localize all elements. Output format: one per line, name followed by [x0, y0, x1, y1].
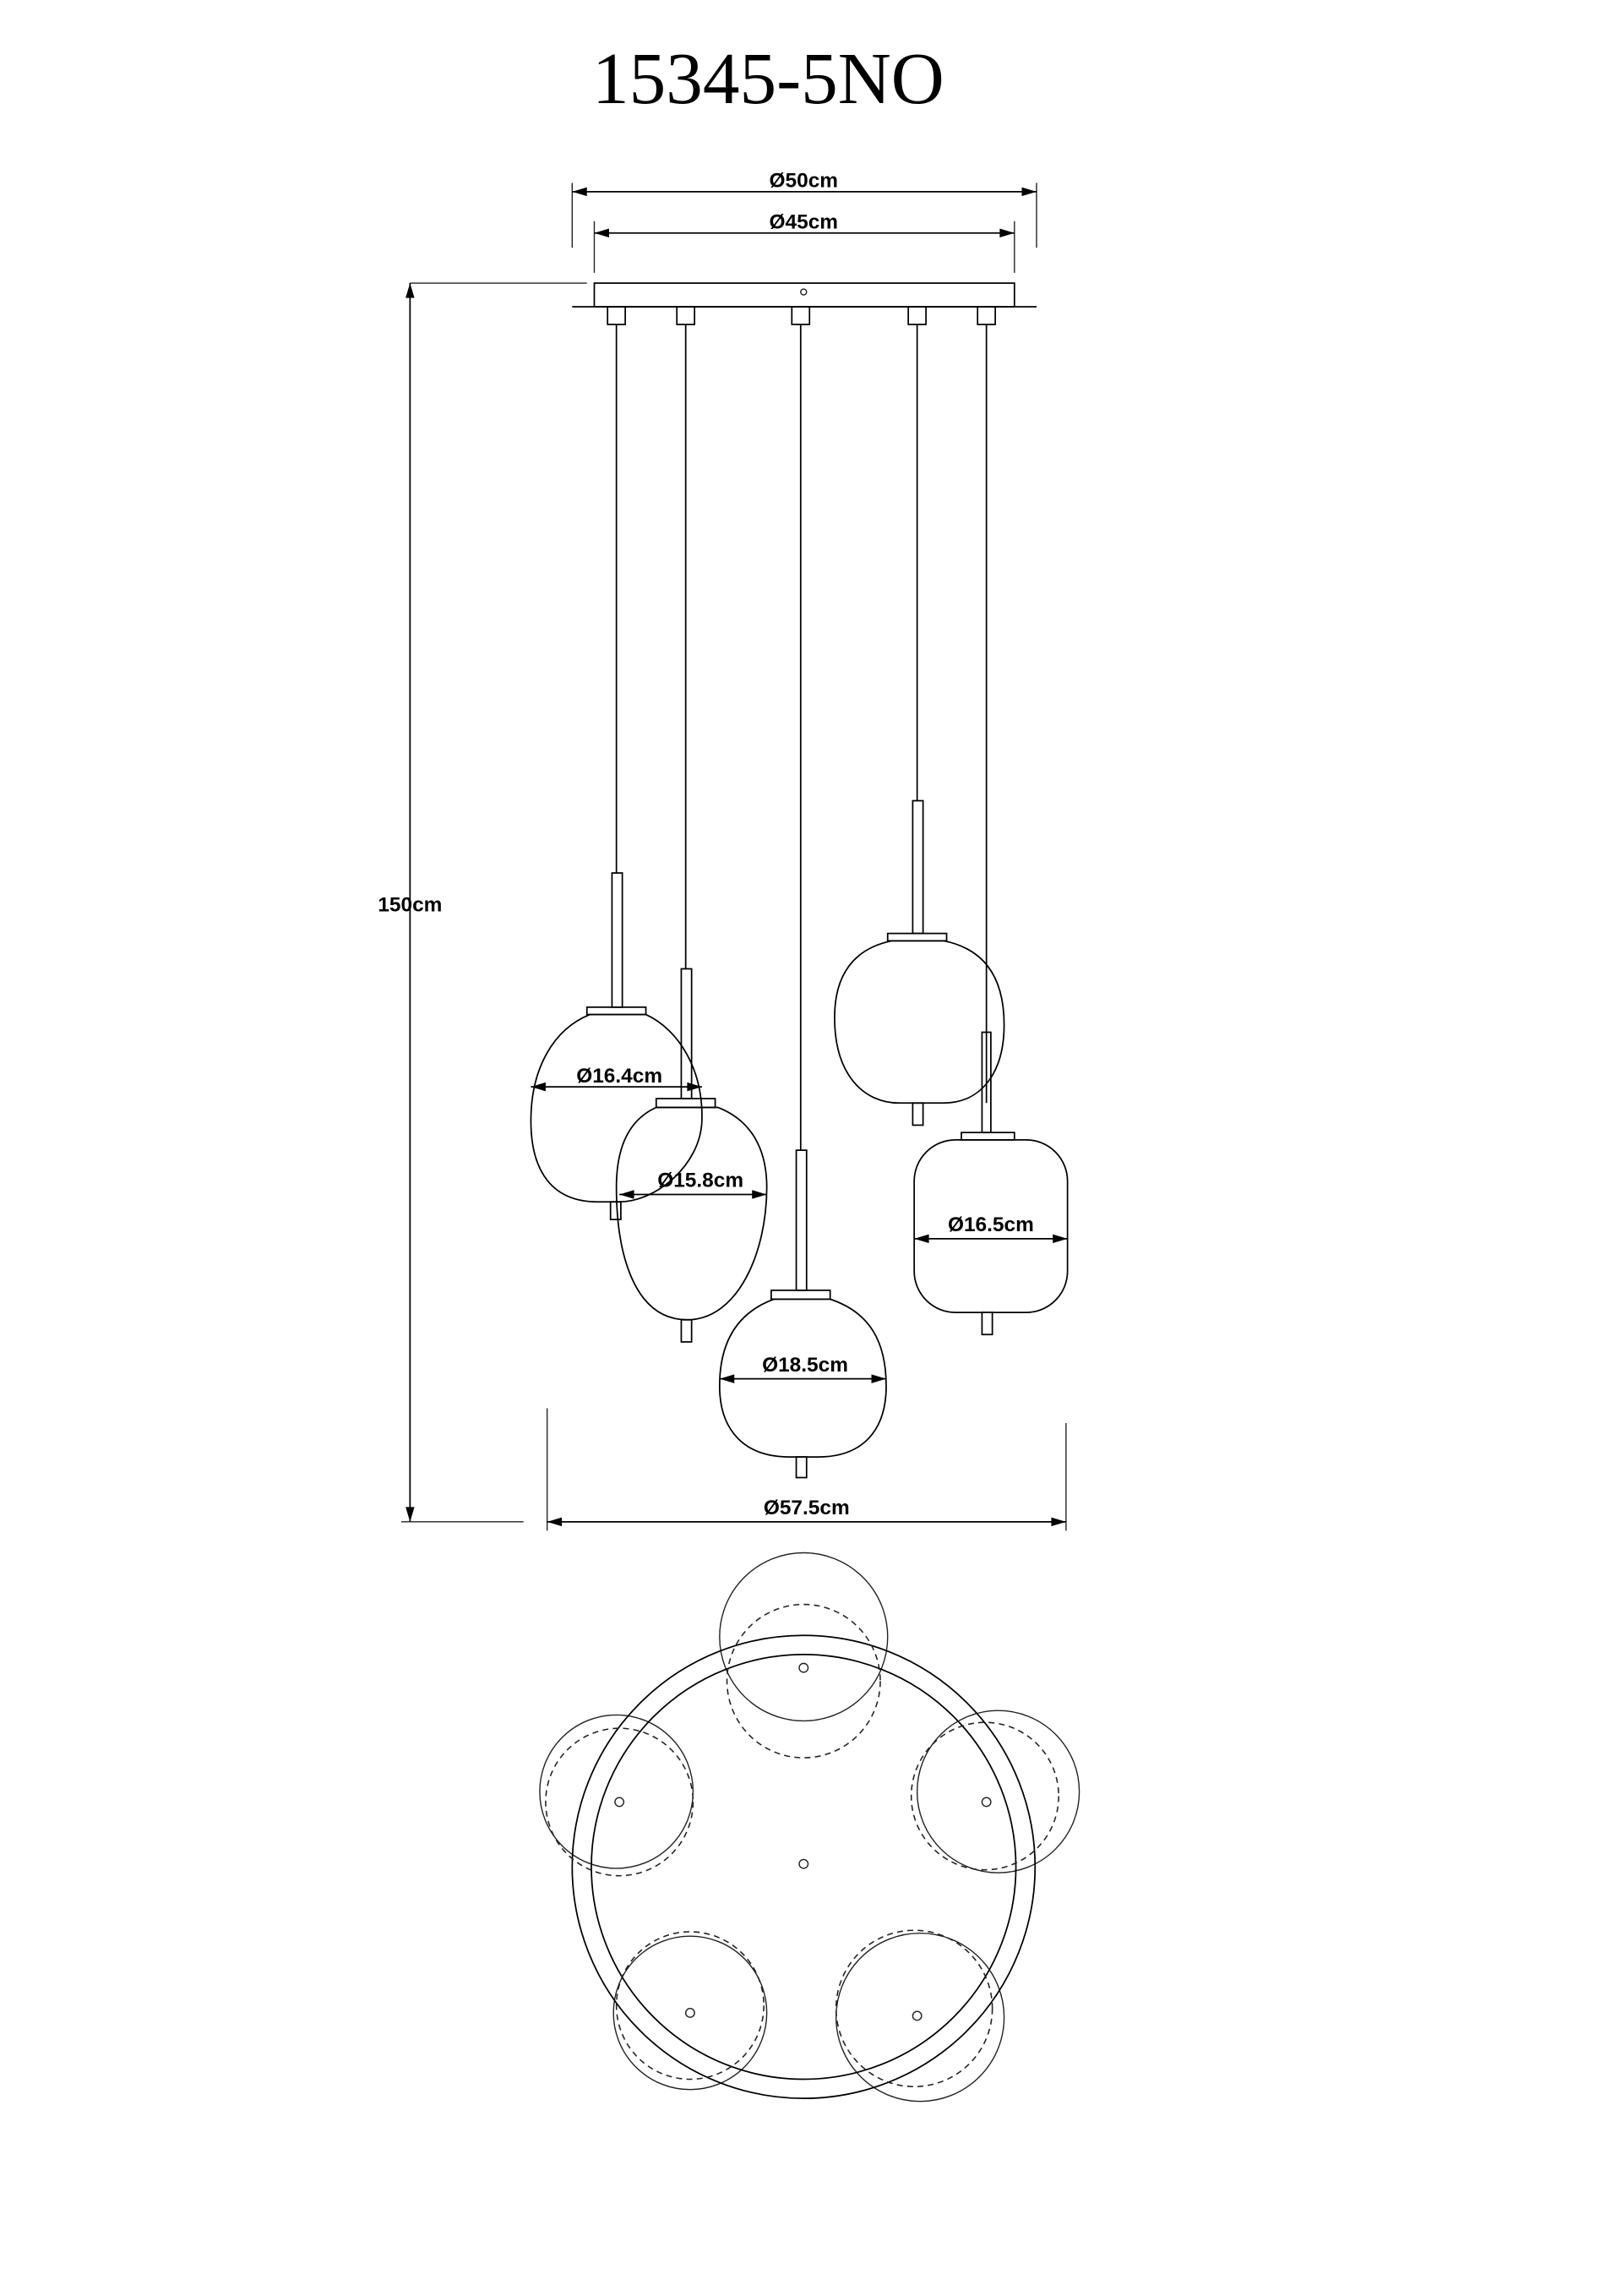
shade-2-dimension: Ø15.8cm: [619, 1170, 767, 1199]
model-number-title: 15345-5NO: [592, 37, 944, 119]
canopy: [410, 282, 1037, 308]
canopy-outer-dimension: Ø50cm: [571, 170, 1037, 248]
pendant-1: [530, 306, 703, 1221]
shade-1-label: Ø16.4cm: [576, 1065, 662, 1088]
shade-3-dimension: Ø18.5cm: [719, 1354, 886, 1383]
shade-4-label: Ø16.5cm: [948, 1213, 1034, 1236]
overall-width-label: Ø57.5cm: [764, 1497, 850, 1519]
pendant-2: [615, 306, 768, 1343]
overall-width-dimension: Ø57.5cm: [546, 1408, 1067, 1531]
height-label: 150cm: [378, 893, 442, 916]
pendant-5: [913, 306, 1069, 1336]
canopy-inner-dimension: Ø45cm: [593, 210, 1015, 273]
shade-4-dimension: Ø16.5cm: [914, 1213, 1068, 1244]
shade-3-label: Ø18.5cm: [762, 1354, 848, 1377]
shade-1-dimension: Ø16.4cm: [531, 1065, 702, 1092]
pendant-3: [718, 306, 887, 1479]
canopy-inner-label: Ø45cm: [770, 210, 838, 233]
top-view: [539, 1552, 1080, 2102]
pendant-4: [834, 306, 1005, 1126]
shade-2-label: Ø15.8cm: [657, 1170, 743, 1192]
canopy-outer-label: Ø50cm: [770, 170, 838, 193]
height-dimension: 150cm: [378, 283, 524, 1523]
